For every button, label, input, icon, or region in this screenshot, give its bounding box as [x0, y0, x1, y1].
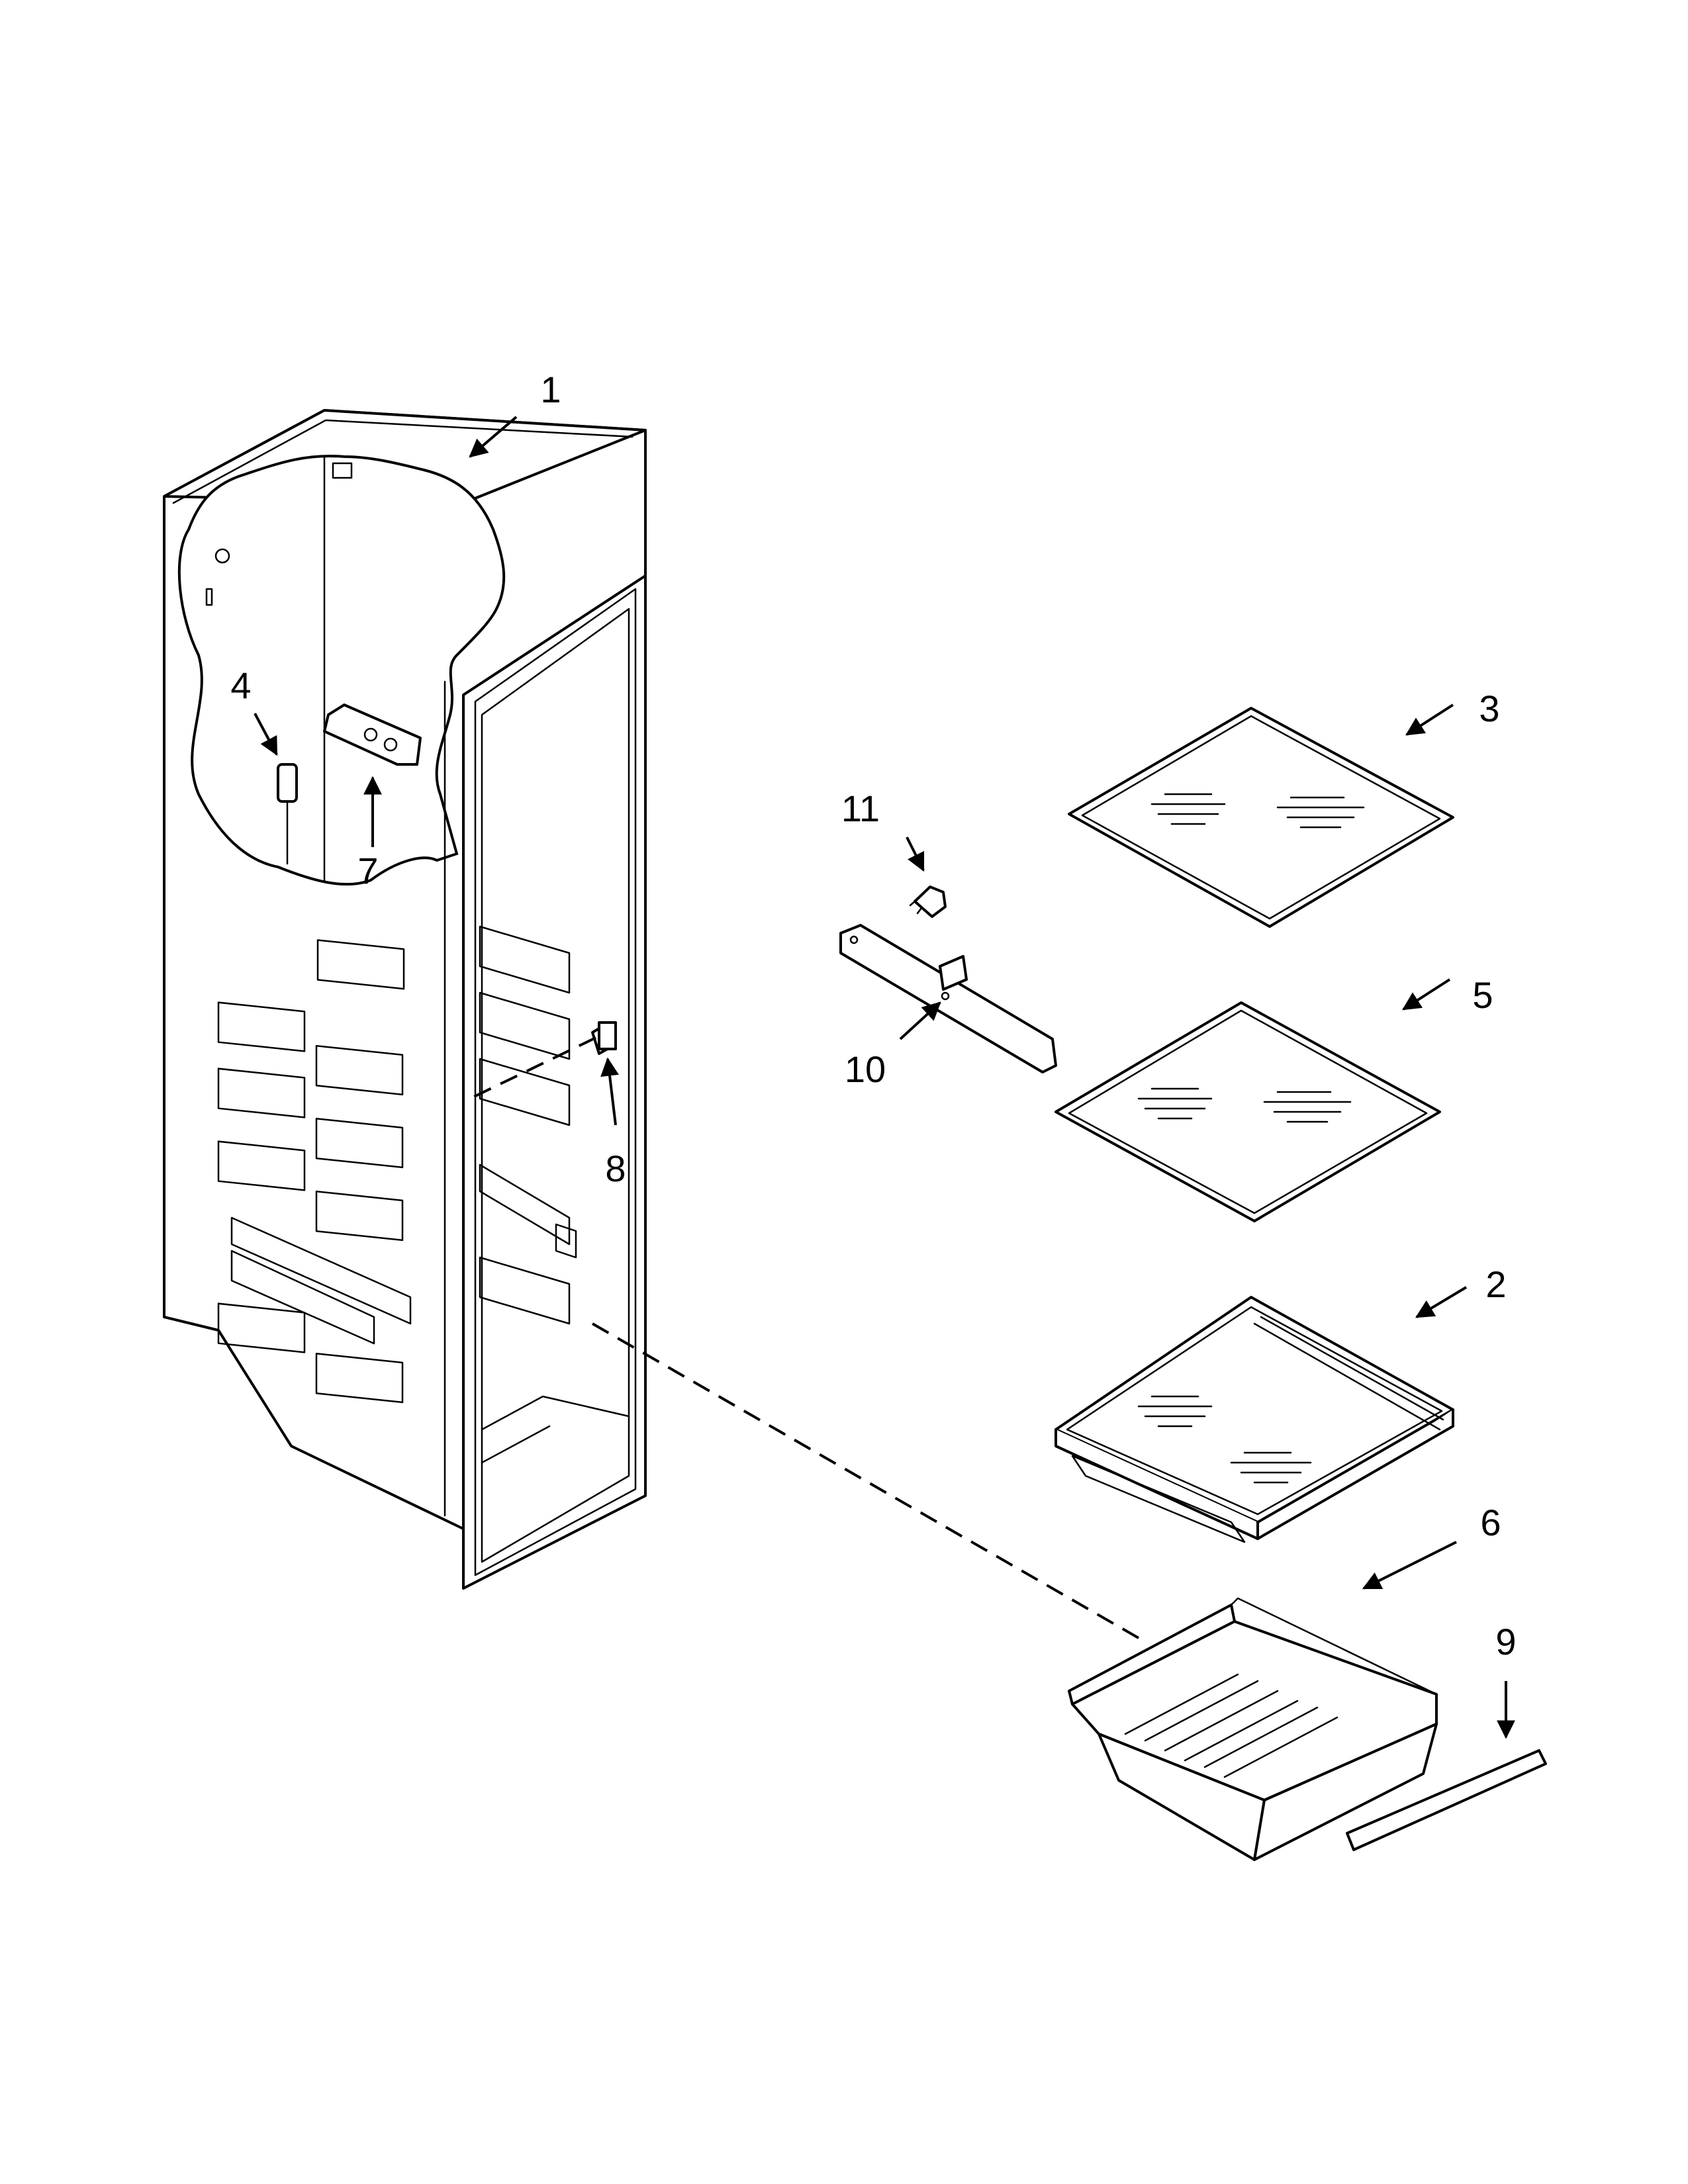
leader-lines	[254, 416, 1515, 1739]
callout-5: 5	[1472, 974, 1493, 1016]
sliding-shelf-part-2	[1055, 1296, 1454, 1543]
glass-shelf-part-3	[1068, 707, 1454, 928]
callout-4: 4	[230, 664, 251, 706]
light-housing-part	[323, 704, 422, 766]
liner-vent-slots	[217, 939, 412, 1404]
callout-1: 1	[540, 369, 561, 410]
trim-part	[1346, 1749, 1547, 1851]
callout-3: 3	[1479, 688, 1499, 729]
callout-9: 9	[1495, 1621, 1516, 1662]
switch-part	[591, 1021, 617, 1055]
callout-2: 2	[1485, 1263, 1506, 1305]
screw-part	[909, 886, 947, 918]
callout-10: 10	[845, 1048, 886, 1090]
thermistor-part	[277, 763, 298, 865]
cabinet-liner-part	[163, 409, 647, 1590]
callout-8: 8	[605, 1148, 626, 1189]
callout-6: 6	[1480, 1502, 1501, 1543]
glass-shelf-part-5	[1055, 1001, 1441, 1222]
liner-front-vents	[479, 925, 577, 1325]
callout-11: 11	[841, 788, 880, 829]
crisper-drawer-part	[1068, 1597, 1438, 1861]
callout-7: 7	[357, 850, 378, 891]
shelf-support-part	[839, 924, 1057, 1073]
